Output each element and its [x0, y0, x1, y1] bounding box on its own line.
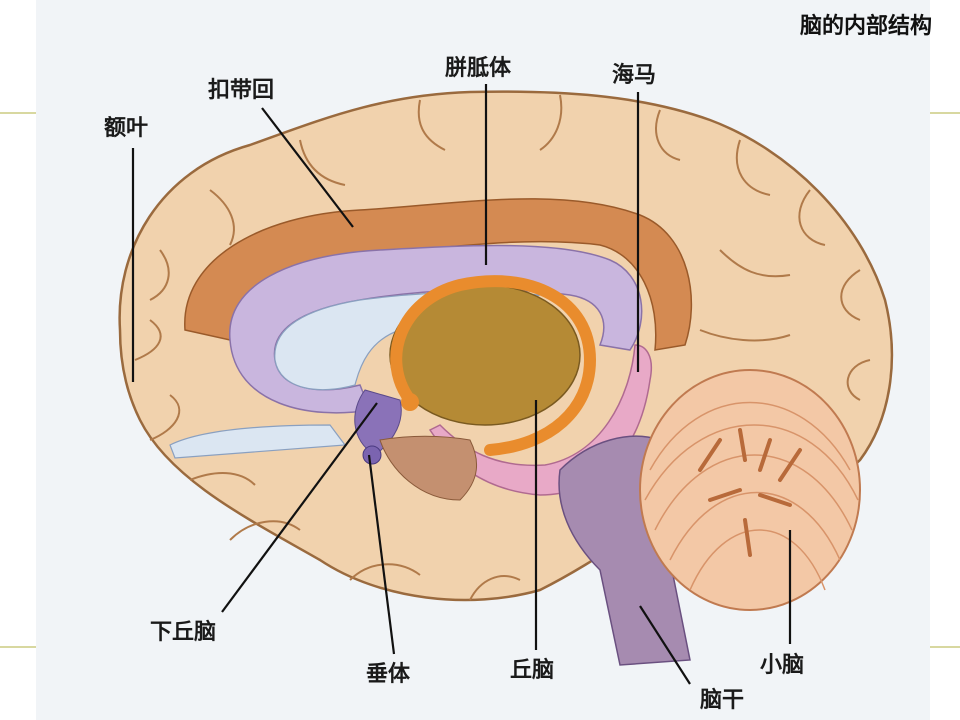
- label-pituitary: 垂体: [366, 662, 411, 687]
- cerebellum: [639, 369, 861, 611]
- label-cerebellum: 小脑: [760, 653, 805, 678]
- pituitary: [362, 445, 382, 465]
- mammillary-body: [401, 393, 419, 411]
- slide-rule: [0, 646, 36, 648]
- label-thalamus: 丘脑: [510, 658, 555, 683]
- leader-lines: [131, 84, 792, 685]
- label-hypothalamus: 下丘脑: [150, 620, 217, 645]
- diagram-title: 脑的内部结构: [799, 14, 932, 39]
- slide-rule: [0, 112, 36, 114]
- fornix: [390, 275, 597, 456]
- label-hippocampus: 海马: [612, 63, 657, 88]
- label-brainstem: 脑干: [700, 688, 745, 713]
- gyri: [134, 94, 871, 601]
- label-cingulate-gyrus: 扣带回: [208, 78, 275, 103]
- slide-rule: [930, 112, 960, 114]
- midbrain: [379, 435, 478, 501]
- label-corpus-callosum: 胼胝体: [445, 56, 512, 81]
- slide-rule: [930, 646, 960, 648]
- label-frontal-lobe: 额叶: [104, 116, 149, 141]
